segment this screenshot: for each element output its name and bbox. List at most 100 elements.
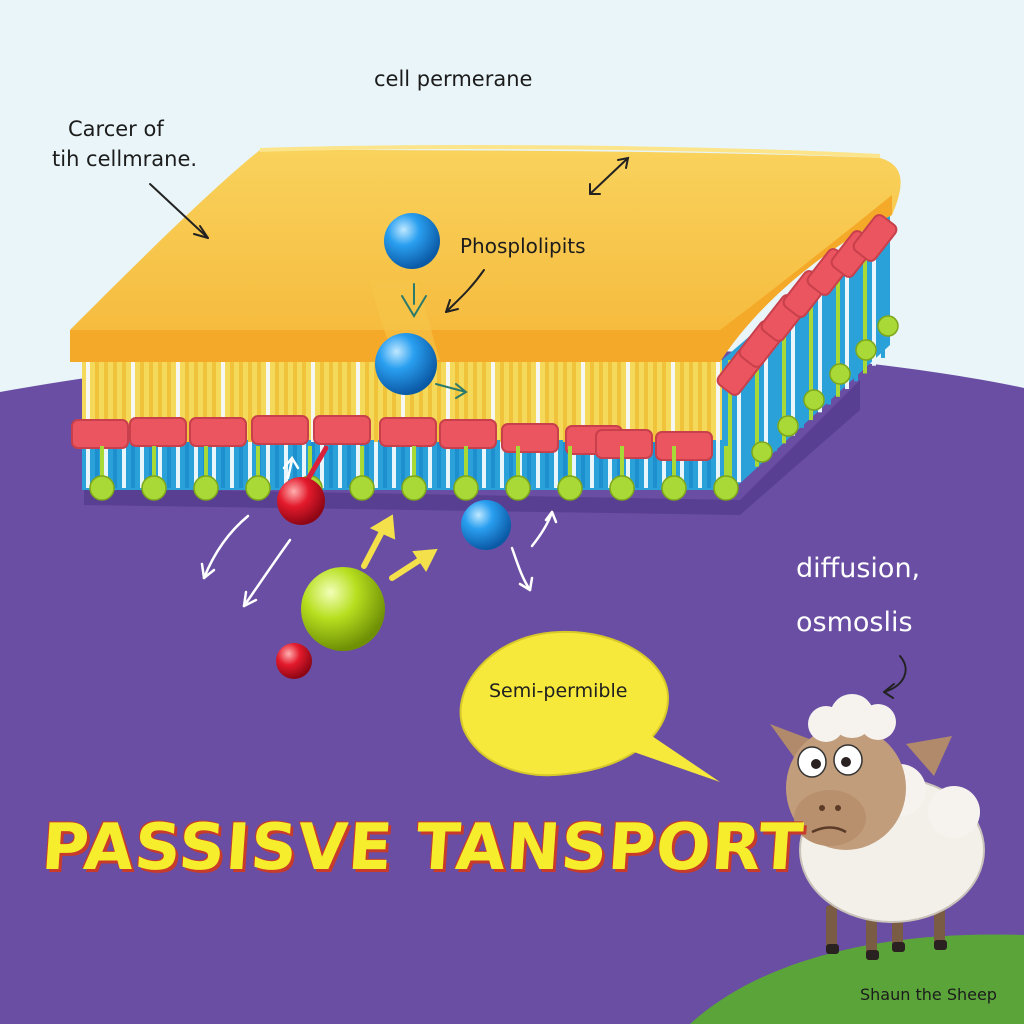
lipid-tail — [568, 446, 572, 478]
lipid-tail — [491, 362, 495, 442]
lipid-tail — [863, 243, 867, 374]
lipid-tail — [500, 362, 504, 442]
lipid-tail — [581, 362, 585, 442]
lipid-tail — [764, 328, 768, 459]
lipid-tail — [689, 362, 693, 442]
lipid-tail — [572, 362, 576, 442]
lipid-tail — [617, 442, 621, 488]
phospholipid-head — [829, 363, 851, 385]
lipid-tail — [86, 442, 90, 488]
lipid-tail — [293, 362, 297, 442]
lipid-tail — [800, 297, 804, 428]
arrow-icon — [282, 455, 300, 480]
membrane-protein — [189, 417, 247, 447]
lipid-tail — [308, 446, 312, 478]
lipid-tail — [86, 362, 90, 442]
phospholipid-head — [877, 315, 899, 337]
lipid-tail — [152, 446, 156, 478]
lipid-tail — [698, 442, 702, 488]
lipid-tail — [680, 362, 684, 442]
lipid-tail — [374, 442, 378, 488]
lipid-tail — [545, 442, 549, 488]
sphere-icon — [276, 643, 312, 679]
lipid-tail — [746, 344, 750, 475]
lipid-tail — [590, 442, 594, 488]
lipid-tail — [302, 442, 306, 488]
lipid-tail — [95, 442, 99, 488]
lipid-tail — [167, 362, 171, 442]
lipid-tail — [644, 442, 648, 488]
sphere-icon — [375, 333, 437, 395]
lipid-tail — [724, 446, 728, 478]
lipid-tail — [401, 442, 405, 488]
lipid-tail — [212, 362, 216, 442]
speech-bubble-tail — [628, 732, 720, 782]
sheep-icon — [770, 694, 985, 960]
phospholipid-head — [609, 475, 635, 501]
lipid-tail — [158, 442, 162, 488]
lipid-tail — [149, 362, 153, 442]
lipid-tail — [311, 362, 315, 442]
lipid-tail — [320, 442, 324, 488]
process-label-osmosis: osmoslis — [796, 607, 913, 638]
lipid-tail — [149, 442, 153, 488]
arrow-icon — [589, 157, 629, 195]
lipid-tail — [360, 446, 364, 478]
lipid-tail — [230, 362, 234, 442]
lipid-tail — [374, 362, 378, 442]
lipid-tail — [527, 442, 531, 488]
lipid-tail — [773, 321, 777, 452]
arrow-icon — [617, 156, 630, 169]
lipid-tail — [122, 362, 126, 442]
lipid-tail — [707, 442, 711, 488]
lipid-tail — [563, 442, 567, 488]
lipid-tail — [662, 362, 666, 442]
arrow-icon — [242, 538, 292, 608]
lipid-tail — [446, 362, 450, 442]
sphere-icon — [301, 567, 385, 651]
lipid-tail — [716, 362, 720, 442]
lipid-tail — [203, 362, 207, 442]
lipid-tail — [401, 362, 405, 442]
lipid-tail — [437, 442, 441, 488]
lipid-tail — [881, 227, 885, 358]
sphere-icon — [461, 500, 511, 550]
lipid-tail — [204, 446, 208, 478]
lipid-tail — [500, 442, 504, 488]
lipid-tail — [482, 442, 486, 488]
lipid-tail — [113, 442, 117, 488]
lipid-tail — [509, 442, 513, 488]
lipid-tail — [672, 446, 676, 478]
lipid-tail — [599, 442, 603, 488]
speech-bubble-text: Semi-permible — [489, 680, 628, 702]
credit-label: Shaun the Sheep — [860, 985, 997, 1004]
lipid-tail — [221, 362, 225, 442]
phospholipid-head — [453, 475, 479, 501]
sphere-icon — [384, 213, 440, 269]
lipid-tail — [626, 442, 630, 488]
side-phospholipid-heads — [751, 315, 899, 463]
lipid-tail — [536, 362, 540, 442]
lipid-tail — [608, 442, 612, 488]
arrow-icon — [445, 269, 485, 313]
lipid-tail — [818, 282, 822, 413]
callout-label-line-2: tih cellmrane. — [52, 147, 198, 171]
arrow-icon — [518, 576, 534, 592]
membrane-protein — [251, 415, 309, 445]
phospholipid-label: Phosplolipits — [460, 234, 586, 258]
lipid-tail — [284, 362, 288, 442]
lipid-tail — [836, 266, 840, 397]
arrow-icon — [149, 183, 209, 239]
lipid-tail — [347, 442, 351, 488]
lipid-tail — [563, 362, 567, 442]
lipid-tail — [412, 446, 416, 478]
lipid-tail — [437, 362, 441, 442]
lipid-tail — [728, 360, 732, 490]
membrane-protein — [379, 417, 437, 447]
arrow-icon — [510, 546, 532, 592]
lipid-tail — [383, 362, 387, 442]
arrow-icon — [435, 383, 468, 399]
lipid-tail — [680, 442, 684, 488]
lipid-tail — [239, 362, 243, 442]
